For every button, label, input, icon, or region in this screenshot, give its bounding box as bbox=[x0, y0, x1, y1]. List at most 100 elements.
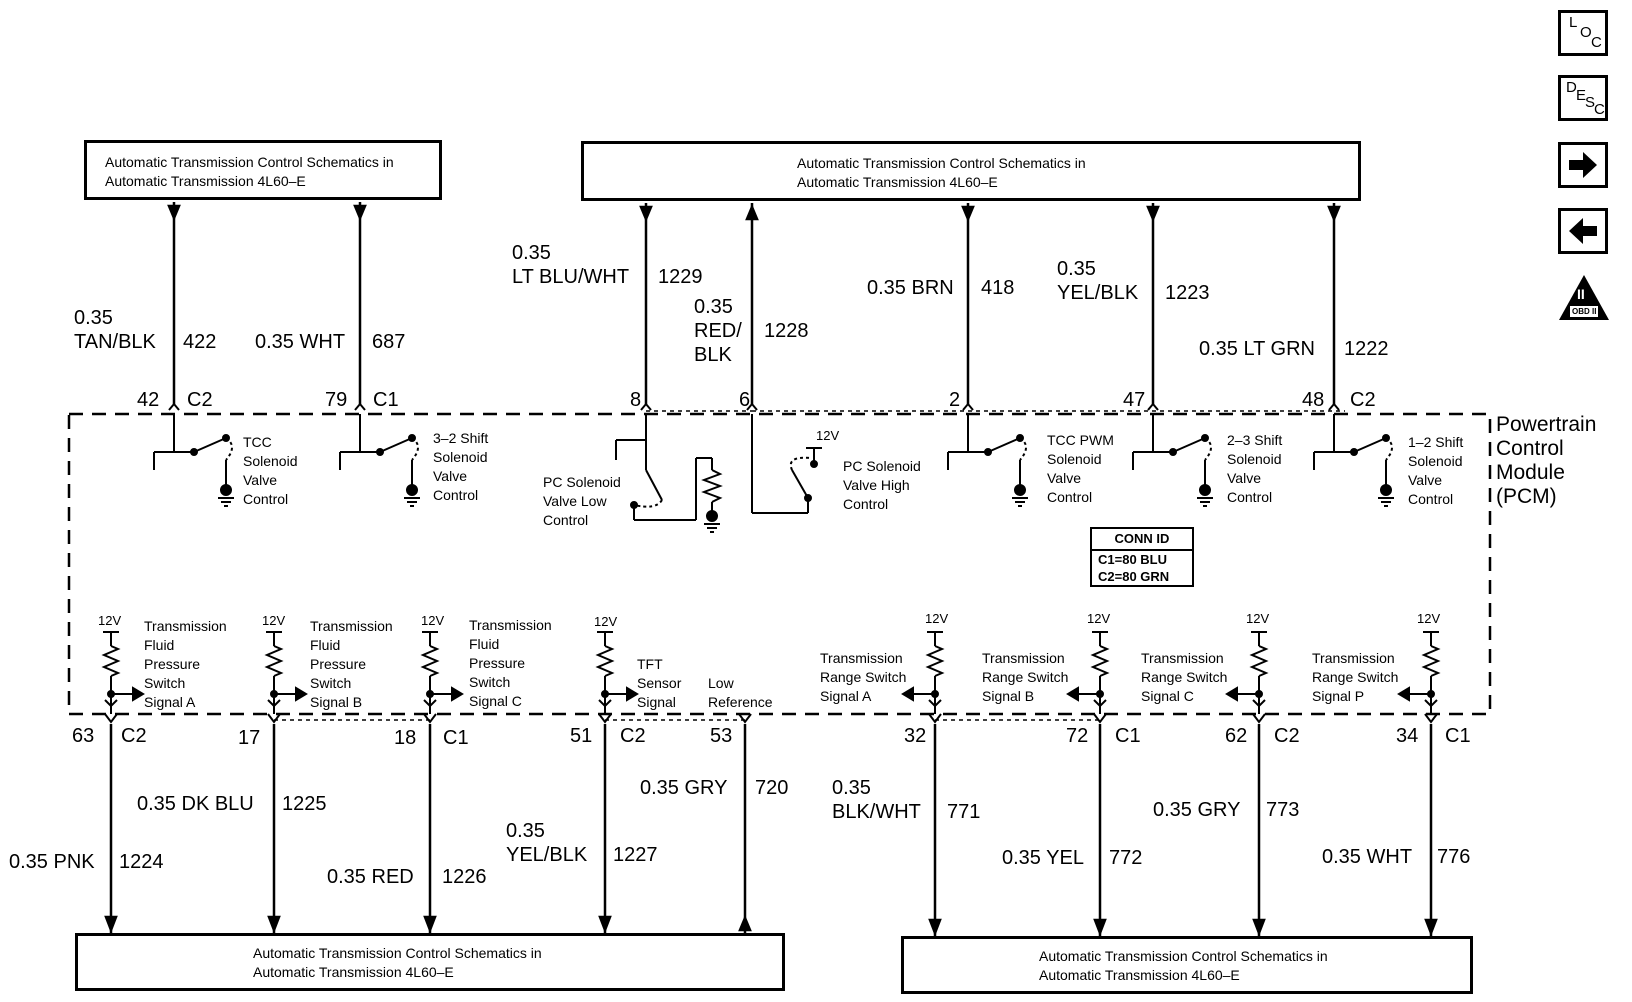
circuit-1226: 1226 bbox=[442, 866, 487, 888]
connector-c1-top: C1 bbox=[373, 389, 399, 411]
tap-mark bbox=[1093, 699, 1107, 708]
desc-button[interactable]: D E S C bbox=[1558, 75, 1608, 121]
arrow-776 bbox=[1424, 918, 1438, 937]
tap-mark bbox=[598, 699, 612, 708]
tap-arrow bbox=[295, 686, 308, 702]
dotted-link bbox=[411, 437, 419, 461]
circuit-1225: 1225 bbox=[282, 793, 327, 815]
pin-mark-48 bbox=[1328, 402, 1340, 411]
tcc-solenoid-label: TCC Solenoid Valve Control bbox=[243, 434, 298, 507]
pin-mark-42 bbox=[168, 402, 180, 411]
connector-c2-top-left: C2 bbox=[187, 389, 213, 411]
pin-53: 53 bbox=[710, 725, 733, 747]
pin-8: 8 bbox=[630, 389, 642, 411]
ref-line-1: Automatic Transmission Control Schematic… bbox=[105, 154, 394, 170]
range-switch-b-label: Transmission Range Switch Signal B bbox=[982, 650, 1069, 704]
wire-label-418: 0.35 BRN bbox=[867, 277, 954, 299]
circuit-1228: 1228 bbox=[764, 320, 809, 342]
sensor-pullup-tft bbox=[595, 631, 639, 714]
circuit-773: 773 bbox=[1266, 799, 1300, 821]
conn-id-title: CONN ID bbox=[1092, 529, 1192, 551]
loc-icon-o: O bbox=[1580, 24, 1592, 41]
sensor-pullup-range-p bbox=[1397, 631, 1441, 714]
pin-42: 42 bbox=[137, 389, 160, 411]
shift-1-2-solenoid-label: 1–2 Shift Solenoid Valve Control bbox=[1408, 434, 1464, 507]
sensor-pullup-range-c bbox=[1225, 631, 1269, 714]
pin-mark-18 bbox=[423, 713, 437, 724]
wire-label-720: 0.35 GRY bbox=[640, 777, 728, 799]
circuit-1223: 1223 bbox=[1165, 282, 1210, 304]
tap-mark bbox=[928, 699, 942, 708]
pin-17: 17 bbox=[238, 727, 261, 749]
connector-c2-bottom-2: C2 bbox=[620, 725, 646, 747]
ground-node bbox=[220, 484, 232, 496]
arrow-720 bbox=[738, 914, 752, 932]
arrow-1225 bbox=[267, 915, 281, 934]
pin-mark-34 bbox=[1424, 713, 1438, 724]
resistor-icon bbox=[264, 645, 284, 677]
sensor-supply-c: 12V bbox=[421, 613, 445, 628]
ref-box-bottom-right[interactable]: Automatic Transmission Control Schematic… bbox=[901, 936, 1473, 994]
range-switch-c-label: Transmission Range Switch Signal C bbox=[1141, 650, 1228, 704]
resistor-icon bbox=[1090, 645, 1110, 677]
resistor-icon bbox=[1421, 645, 1441, 677]
conn-id-row-c2: C2=80 GRN bbox=[1098, 569, 1170, 584]
pin-63: 63 bbox=[72, 725, 95, 747]
wire-label-1226: 0.35 RED bbox=[327, 866, 414, 888]
connector-c2-top-right: C2 bbox=[1350, 389, 1376, 411]
pin-51: 51 bbox=[570, 725, 593, 747]
switch-blade bbox=[1172, 437, 1206, 453]
circuit-771: 771 bbox=[947, 801, 981, 823]
ref-line-2: Automatic Transmission 4L60–E bbox=[105, 173, 306, 189]
pin-34: 34 bbox=[1396, 725, 1419, 747]
arrow-773 bbox=[1252, 918, 1266, 937]
tap-mark bbox=[423, 699, 437, 708]
tap-mark bbox=[1424, 699, 1438, 708]
loc-button[interactable]: L O C bbox=[1558, 10, 1608, 56]
pin-mark-8 bbox=[640, 402, 652, 411]
desc-icon-e: E bbox=[1576, 87, 1587, 104]
switch-blade bbox=[379, 437, 413, 453]
solenoid-driver-shift-1-2 bbox=[1313, 414, 1394, 507]
arrow-687 bbox=[353, 204, 367, 222]
wire-label-771: 0.35 BLK/WHT bbox=[832, 777, 921, 823]
range-switch-a-label: Transmission Range Switch Signal A bbox=[820, 650, 907, 704]
back-button[interactable] bbox=[1558, 208, 1608, 254]
forward-button[interactable] bbox=[1558, 142, 1608, 188]
ground-node bbox=[1199, 484, 1211, 496]
pin-79: 79 bbox=[325, 389, 348, 411]
ref-line-1: Automatic Transmission Control Schematic… bbox=[253, 945, 542, 961]
pin-mark-72 bbox=[1093, 713, 1107, 724]
conn-id-table: CONN ID C1=80 BLU C2=80 GRN bbox=[1090, 527, 1194, 587]
obd-ii-button[interactable]: II OBD II bbox=[1556, 272, 1612, 324]
arrow-422 bbox=[167, 204, 181, 222]
resistor-icon bbox=[701, 469, 723, 503]
pc-solenoid-high-driver bbox=[751, 414, 822, 514]
ref-line-2: Automatic Transmission 4L60–E bbox=[253, 964, 454, 980]
connector-c1-bottom-3: C1 bbox=[1445, 725, 1471, 747]
wire-label-422: 0.35 TAN/BLK bbox=[74, 307, 156, 353]
sensor-pullup-tfp-c bbox=[420, 631, 464, 714]
switch-blade bbox=[791, 469, 809, 499]
ref-box-bottom-left[interactable]: Automatic Transmission Control Schematic… bbox=[75, 933, 785, 991]
pin-mark-6 bbox=[746, 402, 758, 411]
switch-blade bbox=[193, 437, 227, 453]
ref-box-top-left[interactable]: Automatic Transmission Control Schematic… bbox=[84, 140, 442, 200]
pin-mark-2 bbox=[962, 402, 974, 411]
pin-18: 18 bbox=[394, 727, 417, 749]
dotted-link bbox=[1385, 437, 1393, 461]
tfp-switch-b-label: Transmission Fluid Pressure Switch Signa… bbox=[310, 618, 393, 710]
solenoid-driver-tcc-pwm bbox=[947, 414, 1028, 507]
circuit-418: 418 bbox=[981, 277, 1015, 299]
resistor-icon bbox=[925, 645, 945, 677]
sensor-pullup-range-a bbox=[901, 631, 945, 714]
shift-2-3-solenoid-label: 2–3 Shift Solenoid Valve Control bbox=[1227, 432, 1283, 505]
ref-box-top-center[interactable]: Automatic Transmission Control Schematic… bbox=[581, 141, 1361, 201]
tft-sensor-label: TFT Sensor Signal bbox=[637, 656, 682, 710]
loc-icon-l: L bbox=[1569, 14, 1578, 31]
sensor-supply-tft: 12V bbox=[594, 614, 618, 629]
pin-mark-63 bbox=[104, 713, 118, 724]
circuit-1224: 1224 bbox=[119, 851, 164, 873]
arrow-1223 bbox=[1146, 205, 1160, 223]
